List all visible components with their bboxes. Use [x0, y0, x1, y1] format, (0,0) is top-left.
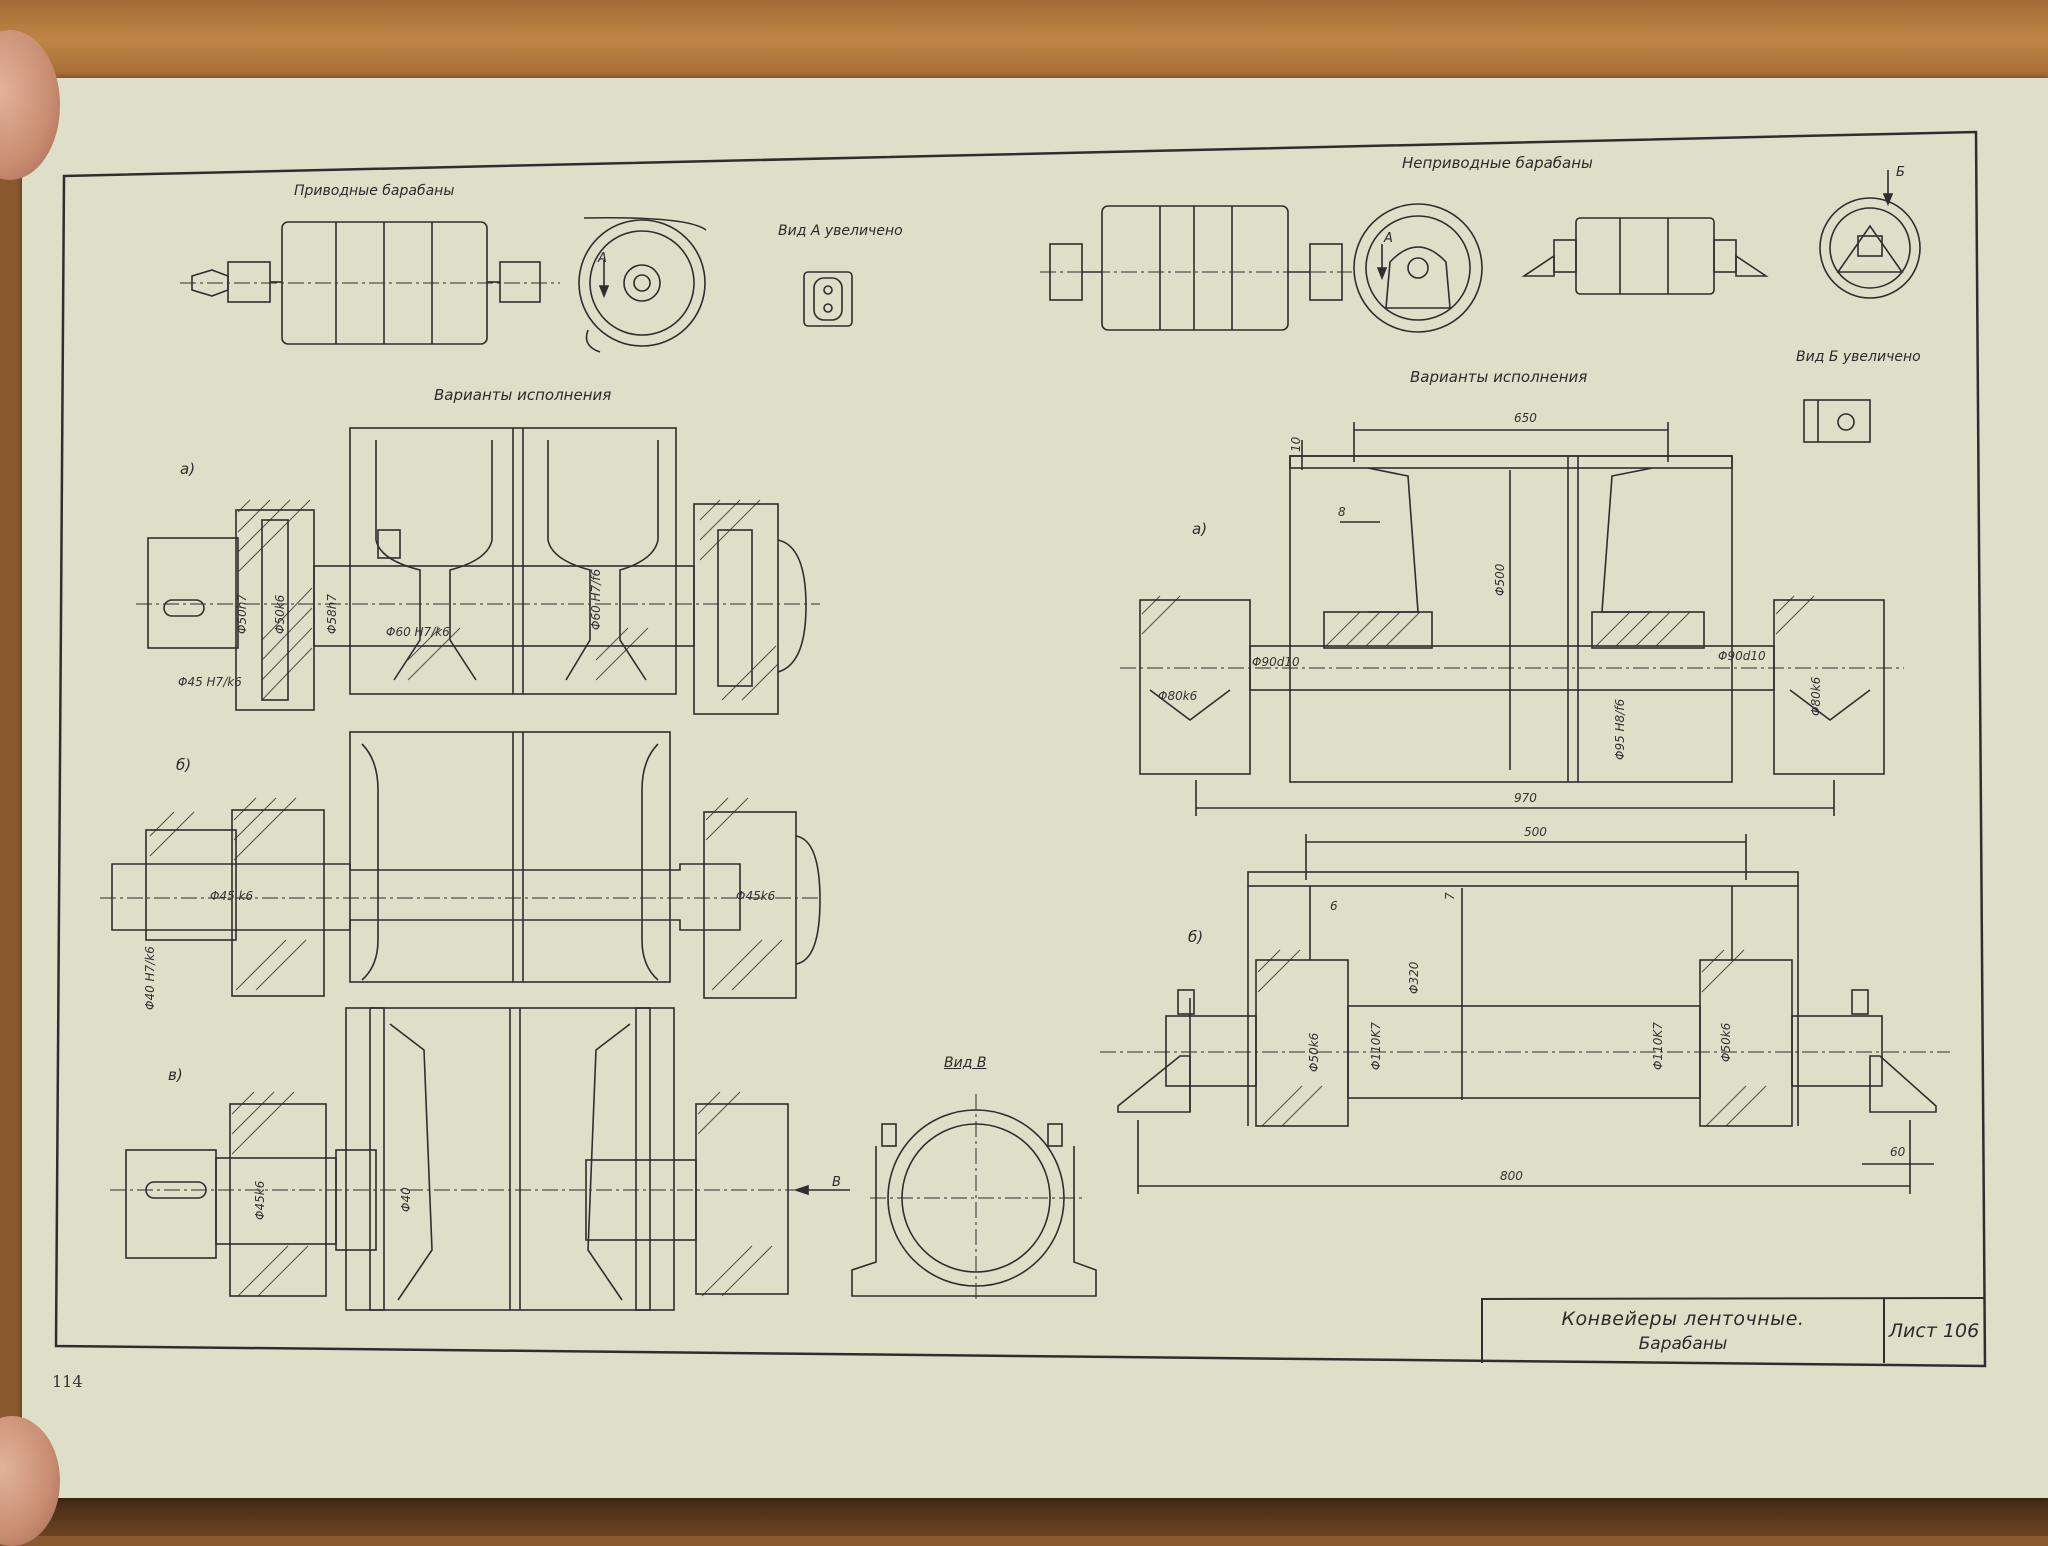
drive-pulleys-title: Приводные барабаны [294, 183, 455, 199]
page-number: 114 [52, 1372, 83, 1391]
arrow-v-label: В [832, 1175, 841, 1190]
dim-d45k6: Φ45 k6 [210, 889, 254, 903]
dim-800: 800 [1500, 1169, 1523, 1183]
dim-7: 7 [1443, 892, 1457, 900]
sheet-number: Лист 106 [1888, 1320, 1980, 1342]
dim-d500: Φ500 [1493, 563, 1507, 596]
variant-a-right [1120, 422, 1904, 816]
dim-d58h7: Φ58h7 [325, 594, 339, 634]
dim-650: 650 [1514, 411, 1537, 425]
variant-v-left-hatching [231, 1091, 773, 1297]
dim-d60-fit2: Φ60 H7/f6 [589, 568, 603, 630]
variant-a-left-hatching [237, 499, 779, 701]
variant-b-right [1100, 834, 1950, 1194]
drawing-frame [54, 130, 1987, 1368]
dim-d45-fit: Φ45 H7/k6 [178, 675, 242, 689]
variants-right-title: Варианты исполнения [1410, 368, 1588, 386]
dim-6: 6 [1330, 899, 1338, 913]
small-pulley-end-view [1819, 170, 1921, 299]
dim-d45k6-v: Φ45k6 [253, 1180, 267, 1220]
dim-d110k7-1: Φ110K7 [1369, 1022, 1383, 1070]
marker-a-right: а) [1192, 520, 1208, 538]
dim-d90d10-left: Φ90d10 [1252, 655, 1300, 669]
dim-10: 10 [1289, 436, 1303, 452]
dim-d40-v: Φ40 [399, 1187, 413, 1212]
dim-d110k7-2: Φ110K7 [1651, 1022, 1665, 1070]
variants-left-title: Варианты исполнения [434, 386, 612, 404]
small-pulley-side-view [1521, 217, 1769, 295]
view-v-title: Вид В [944, 1055, 987, 1071]
arrow-a2-label: А [1384, 231, 1393, 246]
dim-60: 60 [1890, 1145, 1906, 1159]
dim-d50k6-b2: Φ50k6 [1719, 1022, 1733, 1062]
title-block-line2: Барабаны [1638, 1334, 1728, 1354]
view-b-enlarged-title: Вид Б увеличено [1796, 349, 1921, 365]
variant-b-left-hatching [149, 797, 783, 991]
title-block-frame [1481, 1297, 1985, 1363]
view-b-detail [1803, 399, 1871, 443]
dim-d80k6-left: Φ80k6 [1158, 689, 1198, 703]
variant-a-right-hatching [1141, 595, 1815, 647]
arrow-b-label: Б [1896, 165, 1905, 180]
marker-a-left: а) [180, 460, 196, 478]
drive-pulley-side-view [180, 221, 560, 345]
title-block-line1: Конвейеры ленточные. [1561, 1308, 1805, 1330]
title-block: Конвейеры ленточные. Барабаны [1482, 1299, 1884, 1363]
marker-v-left: в) [168, 1066, 183, 1084]
marker-b-right: б) [1188, 928, 1204, 946]
variant-b-left [100, 731, 821, 999]
dim-d90d10-right: Φ90d10 [1718, 649, 1766, 663]
dim-d80k6-right: Φ80k6 [1809, 676, 1823, 716]
dim-8: 8 [1338, 505, 1346, 519]
drive-pulley-end-view [578, 216, 707, 353]
dim-d60-fit: Φ60 H7/k6 [386, 625, 450, 639]
dim-d40-fit: Φ40 H7/k6 [143, 946, 157, 1010]
drawing-sheet [22, 78, 2048, 1498]
arrow-a-label: А [598, 251, 607, 266]
non-drive-pulleys-title: Неприводные барабаны [1402, 154, 1593, 172]
variant-v-left [110, 1007, 850, 1311]
dim-d95-fit: Φ95 H8/f6 [1613, 698, 1627, 760]
dim-d50h7: Φ50h7 [235, 594, 249, 634]
dim-500: 500 [1524, 825, 1547, 839]
variant-b-right-hatching [1257, 949, 1767, 1127]
non-drive-pulley-end-view [1353, 203, 1483, 333]
non-drive-pulley-side-view [1040, 205, 1352, 331]
view-a-detail [803, 271, 853, 327]
marker-b-left: б) [176, 756, 192, 774]
view-a-title: Вид А увеличено [778, 223, 903, 239]
view-v-drawing [851, 1094, 1097, 1302]
wooden-table-top [0, 0, 2048, 90]
dim-d50k6-b1: Φ50k6 [1307, 1032, 1321, 1072]
dim-d45k6-right: Φ45k6 [736, 889, 776, 903]
dim-d50k6: Φ50k6 [273, 594, 287, 634]
dim-d320: Φ320 [1407, 961, 1421, 994]
dim-970: 970 [1514, 791, 1537, 805]
